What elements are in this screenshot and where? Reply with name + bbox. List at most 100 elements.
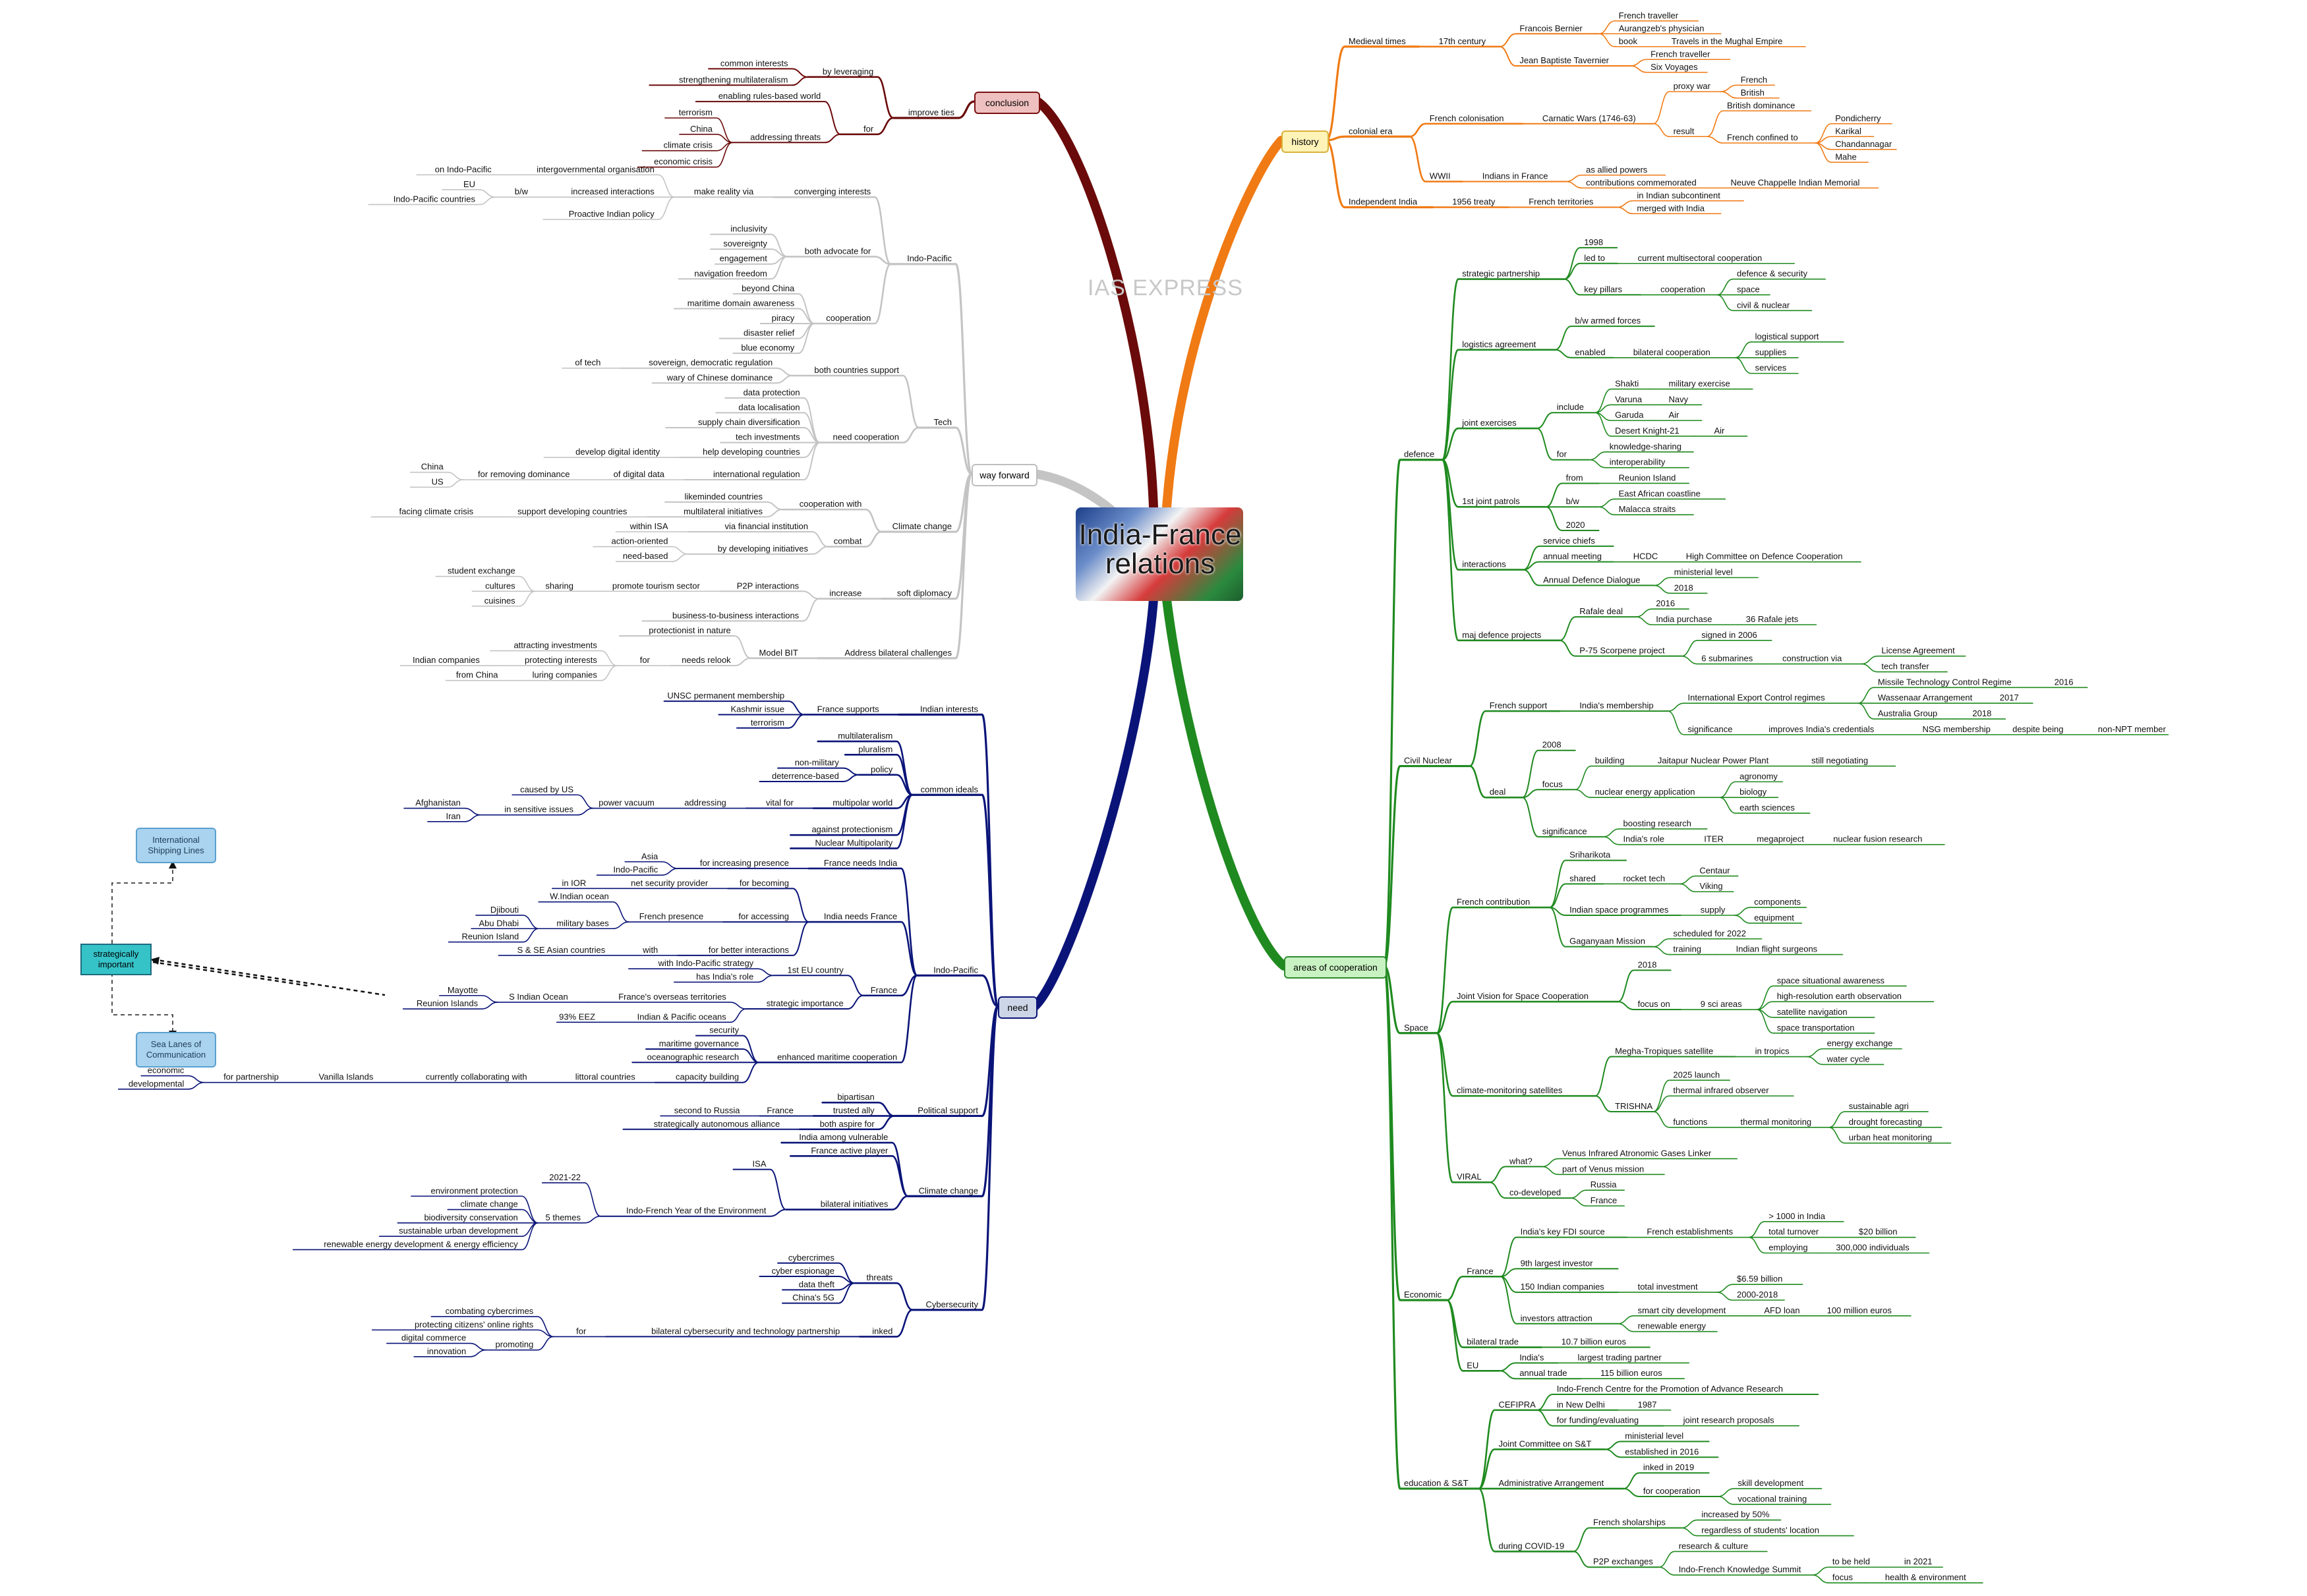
node-result[interactable]: result [1674, 126, 1695, 136]
node-employing[interactable]: employing [1768, 1243, 1807, 1253]
node-sovereignty[interactable]: sovereignty [723, 239, 767, 248]
node-british[interactable]: British [1741, 88, 1765, 98]
node-inked-in-2019[interactable]: inked in 2019 [1643, 1462, 1694, 1472]
node-russia[interactable]: Russia [1591, 1180, 1618, 1189]
node-international-regulation[interactable]: international regulation [713, 469, 800, 479]
node-france[interactable]: France [767, 1105, 793, 1115]
node-for-better-interactions[interactable]: for better interactions [709, 945, 790, 955]
node-for[interactable]: for [863, 124, 874, 134]
node-10-7-billion-euros[interactable]: 10.7 billion euros [1562, 1337, 1627, 1347]
node-indo-pacific-countries[interactable]: Indo-Pacific countries [394, 194, 476, 204]
node-combat[interactable]: combat [834, 536, 862, 546]
node-renewable-energy-development-energy-effi[interactable]: renewable energy development & energy ef… [324, 1239, 518, 1249]
node-include[interactable]: include [1557, 402, 1584, 412]
node-india-needs-france[interactable]: India needs France [824, 911, 897, 921]
hub-areas-of-cooperation[interactable]: areas of cooperation [1284, 956, 1387, 979]
node-skill-development[interactable]: skill development [1738, 1478, 1803, 1488]
node-space[interactable]: Space [1404, 1023, 1428, 1033]
node-french-contribution[interactable]: French contribution [1457, 897, 1530, 907]
node-security[interactable]: security [709, 1025, 739, 1035]
node-b-w-armed-forces[interactable]: b/w armed forces [1575, 316, 1641, 326]
node-eu[interactable]: EU [1467, 1360, 1478, 1370]
node-2025-launch[interactable]: 2025 launch [1673, 1069, 1720, 1079]
node-s-indian-ocean[interactable]: S Indian Ocean [509, 992, 568, 1002]
node-france-s-overseas-territories[interactable]: France's overseas territories [618, 992, 726, 1002]
node-cooperation-with[interactable]: cooperation with [800, 499, 862, 509]
node-intergovernmental-organisation[interactable]: intergovernmental organisation [537, 164, 655, 174]
node-india-purchase[interactable]: India purchase [1656, 614, 1712, 624]
node-multipolar-world[interactable]: multipolar world [832, 798, 892, 808]
node-current-multisectoral-cooperation[interactable]: current multisectoral cooperation [1638, 253, 1763, 263]
node-tech-transfer[interactable]: tech transfer [1881, 662, 1929, 671]
node-international-export-control-regimes[interactable]: International Export Control regimes [1688, 693, 1826, 702]
node-france[interactable]: France [1467, 1266, 1493, 1276]
node-environment-protection[interactable]: environment protection [431, 1185, 518, 1195]
node-piracy[interactable]: piracy [772, 313, 795, 323]
node-french-support[interactable]: French support [1490, 700, 1548, 710]
node-economic-crisis[interactable]: economic crisis [654, 157, 713, 167]
node-high-resolution-earth-observation[interactable]: high-resolution earth observation [1777, 991, 1902, 1001]
node-china-s-5g[interactable]: China's 5G [792, 1293, 834, 1303]
node-garuda[interactable]: Garuda [1615, 410, 1644, 420]
node-in-tropics[interactable]: in tropics [1755, 1046, 1790, 1056]
node-enabling-rules-based-world[interactable]: enabling rules-based world [718, 91, 821, 101]
node-france[interactable]: France [871, 985, 897, 995]
node-isa[interactable]: ISA [753, 1159, 767, 1169]
node-energy-exchange[interactable]: energy exchange [1827, 1039, 1893, 1048]
node-france[interactable]: France [1591, 1195, 1617, 1205]
node-french-establishments[interactable]: French establishments [1647, 1227, 1733, 1237]
node-military-bases[interactable]: military bases [556, 918, 609, 928]
node-megha-tropiques-satellite[interactable]: Megha-Tropiques satellite [1615, 1046, 1713, 1056]
node-indo-french-knowledge-summit[interactable]: Indo-French Knowledge Summit [1679, 1564, 1801, 1574]
node-merged-with-india[interactable]: merged with India [1637, 203, 1705, 213]
node-aurangzeb-s-physician[interactable]: Aurangzeb's physician [1619, 23, 1705, 33]
node-what[interactable]: what? [1509, 1156, 1533, 1166]
node-pluralism[interactable]: pluralism [858, 744, 892, 754]
node-space-transportation[interactable]: space transportation [1777, 1023, 1855, 1033]
node-rafale-deal[interactable]: Rafale deal [1579, 606, 1623, 616]
node-focus-on[interactable]: focus on [1638, 999, 1670, 1009]
node-afghanistan[interactable]: Afghanistan [415, 798, 461, 808]
node-business-to-business-interactions[interactable]: business-to-business interactions [672, 610, 800, 620]
node-annual-trade[interactable]: annual trade [1519, 1368, 1567, 1378]
node-civil-nuclear[interactable]: Civil Nuclear [1404, 756, 1453, 766]
node-cuisines[interactable]: cuisines [484, 596, 515, 606]
node-sriharikota[interactable]: Sriharikota [1569, 850, 1611, 860]
node-indian-flight-surgeons[interactable]: Indian flight surgeons [1736, 944, 1818, 954]
node-beyond-china[interactable]: beyond China [742, 283, 795, 293]
node-promote-tourism-sector[interactable]: promote tourism sector [612, 581, 701, 590]
node-luring-companies[interactable]: luring companies [533, 670, 598, 680]
node-student-exchange[interactable]: student exchange [448, 566, 515, 576]
node-jaitapur-nuclear-power-plant[interactable]: Jaitapur Nuclear Power Plant [1658, 756, 1769, 766]
node-terrorism[interactable]: terrorism [679, 107, 713, 117]
node-thermal-monitoring[interactable]: thermal monitoring [1741, 1117, 1812, 1127]
node-co-developed[interactable]: co-developed [1509, 1187, 1561, 1197]
node-shared[interactable]: shared [1569, 873, 1596, 883]
node-annual-defence-dialogue[interactable]: Annual Defence Dialogue [1543, 575, 1640, 584]
node-terrorism[interactable]: terrorism [751, 718, 784, 727]
node-likeminded-countries[interactable]: likeminded countries [684, 492, 763, 501]
node-engagement[interactable]: engagement [720, 254, 768, 264]
node-regardless-of-students-location[interactable]: regardless of students' location [1701, 1525, 1819, 1535]
node-from-china[interactable]: from China [456, 670, 498, 680]
node-carnatic-wars-1746-63[interactable]: Carnatic Wars (1746-63) [1542, 113, 1636, 123]
node-india-s-role[interactable]: India's role [1623, 834, 1664, 844]
node-within-isa[interactable]: within ISA [629, 521, 668, 531]
node-maritime-domain-awareness[interactable]: maritime domain awareness [687, 298, 795, 308]
node-1987[interactable]: 1987 [1638, 1400, 1657, 1410]
node-indian-space-programmes[interactable]: Indian space programmes [1569, 905, 1669, 915]
node-rocket-tech[interactable]: rocket tech [1623, 873, 1666, 883]
node-china[interactable]: China [421, 462, 444, 472]
node-in-indian-subcontinent[interactable]: in Indian subcontinent [1637, 190, 1720, 200]
node-data-protection[interactable]: data protection [744, 387, 800, 397]
node-p-75-scorpene-project[interactable]: P-75 Scorpene project [1579, 646, 1665, 656]
node-defence-security[interactable]: defence & security [1737, 269, 1807, 279]
node-protectionist-in-nature[interactable]: protectionist in nature [649, 625, 730, 635]
node-strategically-autonomous-alliance[interactable]: strategically autonomous alliance [654, 1119, 780, 1129]
node-french-traveller[interactable]: French traveller [1619, 11, 1679, 20]
node-5-themes[interactable]: 5 themes [546, 1212, 581, 1222]
node-of-tech[interactable]: of tech [575, 358, 600, 368]
node-cefipra[interactable]: CEFIPRA [1499, 1400, 1536, 1410]
node-boosting-research[interactable]: boosting research [1623, 818, 1691, 828]
node-medieval-times[interactable]: Medieval times [1349, 36, 1406, 46]
